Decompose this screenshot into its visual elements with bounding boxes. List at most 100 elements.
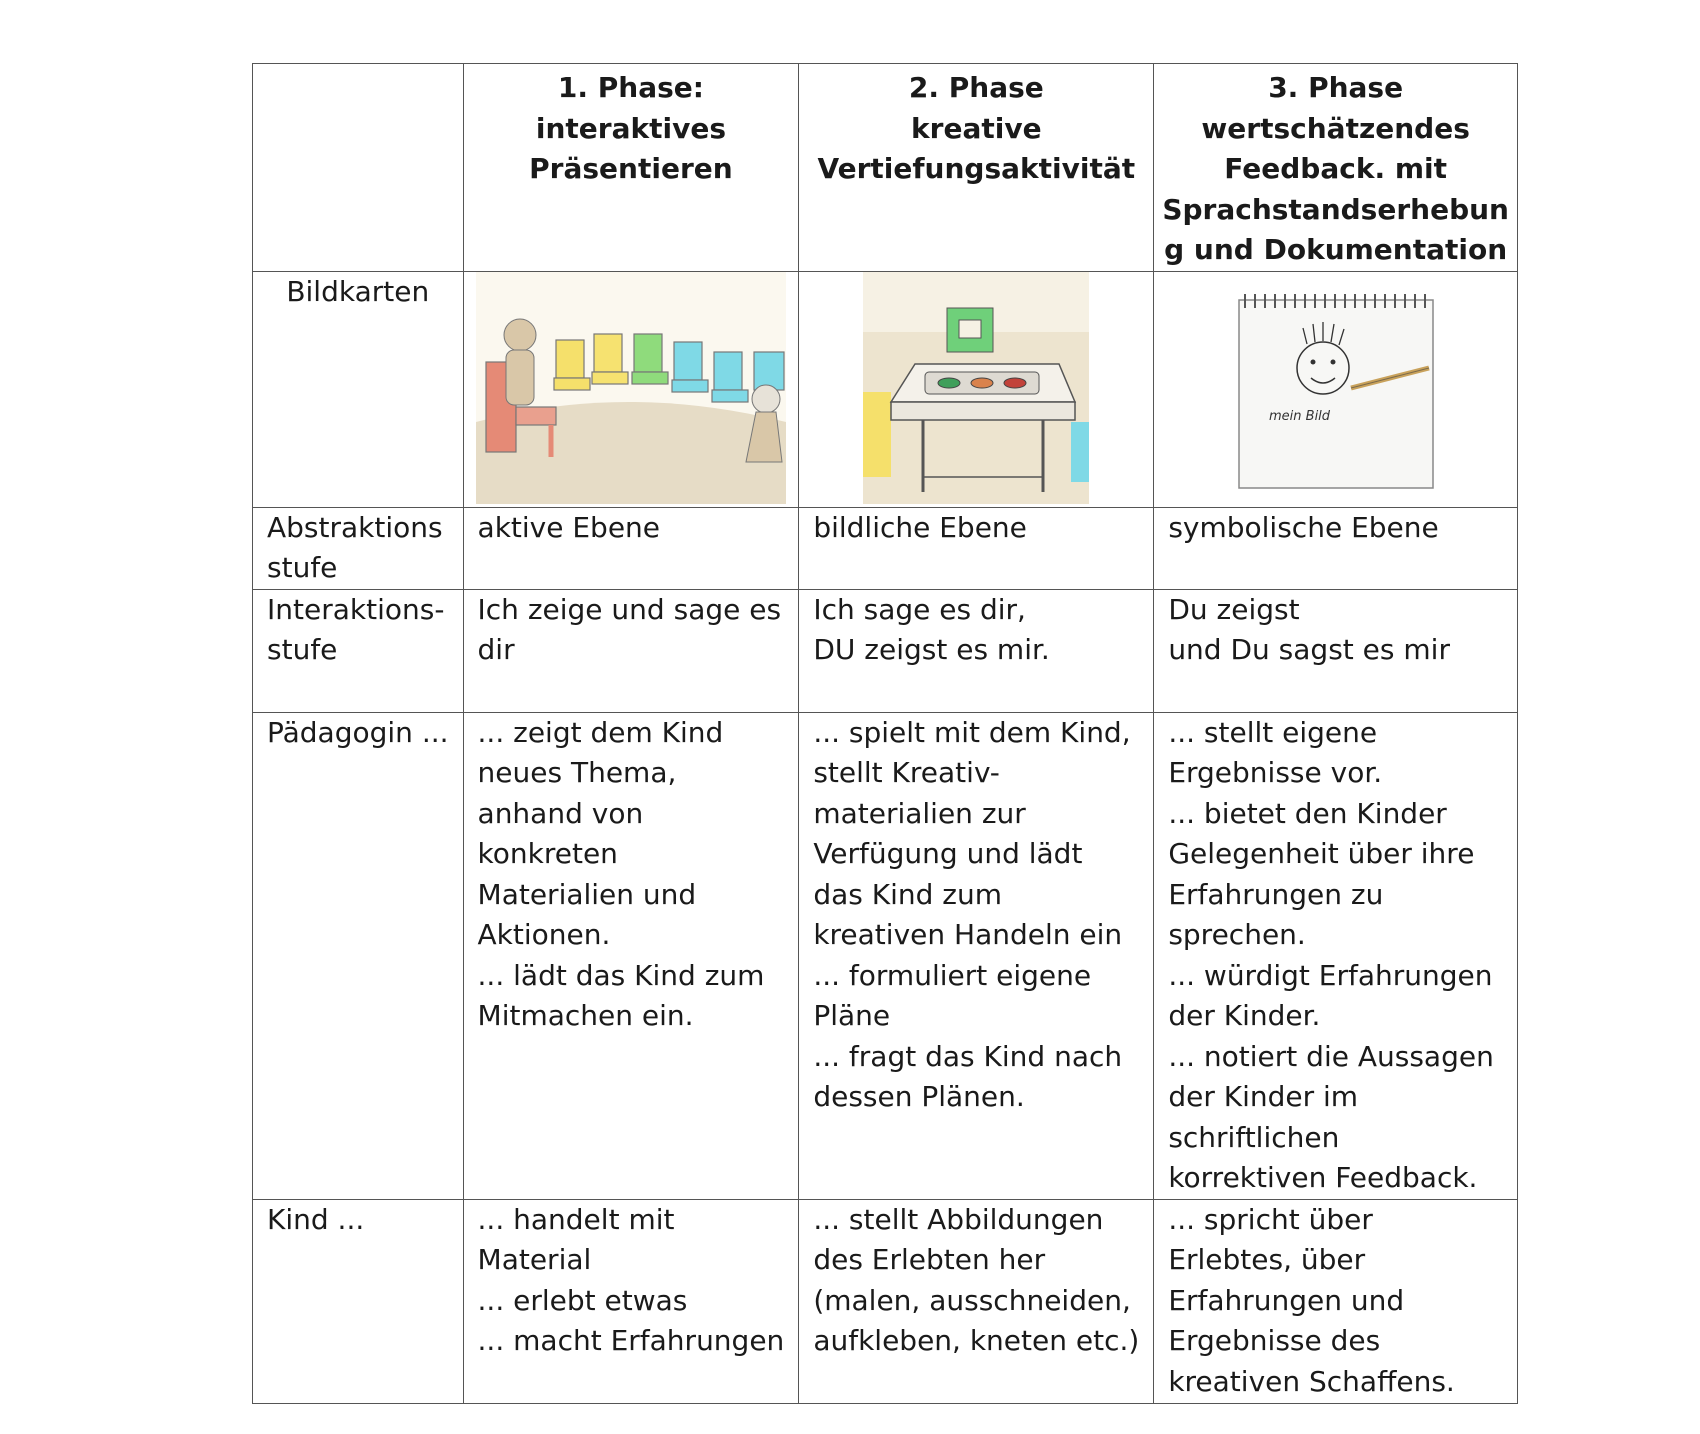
cell-line: ... zeigt dem Kind [477, 715, 724, 749]
label-line: stufe [267, 551, 338, 584]
cell-text: ... zeigt dem Kind neues Thema, anhand v… [462, 711, 800, 1200]
header-line: g und Dokumentation [1164, 233, 1508, 266]
cell-text: Du zeigst und Du sagst es mir [1153, 588, 1518, 713]
corner-cell [252, 63, 464, 272]
label-line: Abstraktions [267, 510, 443, 544]
interaktion-row: Interaktions- stufe Ich zeige und sage e… [252, 588, 1518, 713]
cell-line: kreativen Handeln ein [813, 918, 1123, 951]
cell-text: ... spricht über Erlebtes, über Erfahrun… [1153, 1198, 1518, 1404]
cell-line: dessen Plänen. [813, 1080, 1025, 1113]
cell-line: Ergebnisse vor. [1168, 756, 1383, 789]
cell-line: schriftlichen [1168, 1120, 1340, 1154]
header-line: Feedback. mit [1224, 152, 1447, 185]
row-label: Abstraktions stufe [252, 506, 464, 590]
cell-line: neues Thema, [477, 756, 677, 789]
image-cell-phase-1 [462, 270, 800, 508]
header-line: 3. Phase [1268, 71, 1404, 104]
cell-line: Mitmachen ein. [477, 999, 694, 1032]
cell-line: der Kinder im [1168, 1080, 1359, 1113]
notebook-text: mein Bild [1269, 409, 1331, 424]
cell-line: DU zeigst es mir. [813, 633, 1050, 666]
cell-line: des Erlebten her [813, 1243, 1046, 1276]
cell-line: Pläne [813, 999, 891, 1032]
cell-line: und Du sagst es mir [1168, 633, 1450, 666]
cell-line: Erfahrungen zu [1168, 877, 1384, 911]
row-label: Pädagogin ... [252, 711, 464, 1200]
cell-text: symbolische Ebene [1153, 506, 1518, 590]
cell-line: ... lädt das Kind zum [477, 958, 765, 992]
header-line: Vertiefungsaktivität [817, 152, 1136, 185]
phase-1-header: 1. Phase: interaktives Präsentieren [462, 63, 800, 272]
cell-line: Verfügung und lädt [813, 837, 1083, 870]
cell-line: ... notiert die Aussagen [1168, 1039, 1494, 1073]
cell-text: ... stellt eigene Ergebnisse vor. ... bi… [1153, 711, 1518, 1200]
cell-line: ... erlebt etwas [477, 1283, 688, 1317]
cell-text: Ich sage es dir, DU zeigst es mir. [798, 588, 1155, 713]
header-row: 1. Phase: interaktives Präsentieren 2. P… [252, 63, 1518, 272]
label-line: Kind ... [267, 1202, 365, 1236]
cell-text: Ich zeige und sage es dir [462, 588, 800, 713]
header-line: 1. Phase: [557, 71, 704, 104]
cell-text: aktive Ebene [462, 506, 800, 590]
cell-line: das Kind zum [813, 877, 1003, 911]
cell-line: ... spielt mit dem Kind, [813, 715, 1131, 749]
cell-line: konkreten [477, 837, 618, 870]
cell-line: kreativen Schaffens. [1168, 1364, 1455, 1398]
notebook-drawing-illustration: mein Bild [1230, 271, 1441, 504]
cell-line: symbolische Ebene [1168, 510, 1439, 544]
cell-line: ... handelt mit [477, 1202, 675, 1236]
cell-line: bildliche Ebene [813, 510, 1027, 544]
table-with-traffic-lights-illustration [863, 271, 1090, 504]
cell-line: aktive Ebene [477, 510, 661, 544]
cell-line: Ich sage es dir, [813, 592, 1026, 626]
cell-line: ... stellt eigene [1168, 715, 1378, 749]
cell-line: Erfahrungen und [1168, 1283, 1405, 1317]
cell-line: Ergebnisse des [1168, 1324, 1381, 1357]
cell-text: ... stellt Abbildungen des Erlebten her … [798, 1198, 1155, 1404]
cell-line: Ich zeige und sage es [477, 592, 782, 626]
cell-text: bildliche Ebene [798, 506, 1155, 590]
cell-line: korrektiven Feedback. [1168, 1161, 1478, 1194]
header-line: Sprachstandserhebun [1162, 192, 1509, 226]
label-line: Interaktions- [267, 592, 445, 626]
cell-line: Gelegenheit über ihre [1168, 837, 1475, 870]
cell-line: materialien zur [813, 796, 1026, 830]
kind-row: Kind ... ... handelt mit Material ... er… [252, 1198, 1518, 1404]
cell-line: dir [477, 633, 515, 666]
header-line: Präsentieren [529, 152, 733, 185]
cell-line: ... würdigt Erfahrungen [1168, 958, 1493, 992]
cell-line: ... bietet den Kinder [1168, 796, 1447, 830]
cell-line: ... formuliert eigene [813, 958, 1092, 992]
label-line: Pädagogin ... [267, 715, 449, 749]
cell-line: ... stellt Abbildungen [813, 1202, 1104, 1236]
header-line: kreative [911, 111, 1042, 145]
cell-line: Materialien und [477, 877, 697, 911]
phase-table: 1. Phase: interaktives Präsentieren 2. P… [252, 63, 1518, 1404]
row-label: Bildkarten [252, 270, 464, 508]
cell-line: Erlebtes, über [1168, 1243, 1366, 1276]
cell-line: Du zeigst [1168, 592, 1300, 626]
cell-line: Aktionen. [477, 918, 611, 951]
cell-line: sprechen. [1168, 918, 1306, 951]
cell-line: ... fragt das Kind nach [813, 1039, 1123, 1073]
cell-line: der Kinder. [1168, 999, 1321, 1032]
cell-line: ... macht Erfahrungen [477, 1324, 785, 1357]
header-line: interaktives [535, 111, 726, 145]
image-cell-phase-2 [798, 270, 1155, 508]
abstraktion-row: Abstraktions stufe aktive Ebene bildlich… [252, 506, 1518, 590]
label-line: stufe [267, 633, 338, 666]
phase-2-header: 2. Phase kreative Vertiefungsaktivität [798, 63, 1155, 272]
cell-line: Material [477, 1243, 592, 1276]
cell-line: ... spricht über [1168, 1202, 1373, 1236]
cell-text: ... handelt mit Material ... erlebt etwa… [462, 1198, 800, 1404]
paedagogin-row: Pädagogin ... ... zeigt dem Kind neues T… [252, 711, 1518, 1200]
row-label: Kind ... [252, 1198, 464, 1404]
cell-line: anhand von [477, 796, 644, 830]
phase-3-header: 3. Phase wertschätzendes Feedback. mit S… [1153, 63, 1518, 272]
bildkarten-row: Bildkarten [252, 270, 1518, 508]
header-line: 2. Phase [908, 71, 1044, 104]
cell-line: aufkleben, kneten etc.) [813, 1324, 1140, 1357]
cell-text: ... spielt mit dem Kind, stellt Kreativ-… [798, 711, 1155, 1200]
header-line: wertschätzendes [1201, 111, 1470, 145]
cell-line: (malen, ausschneiden, [813, 1283, 1131, 1317]
